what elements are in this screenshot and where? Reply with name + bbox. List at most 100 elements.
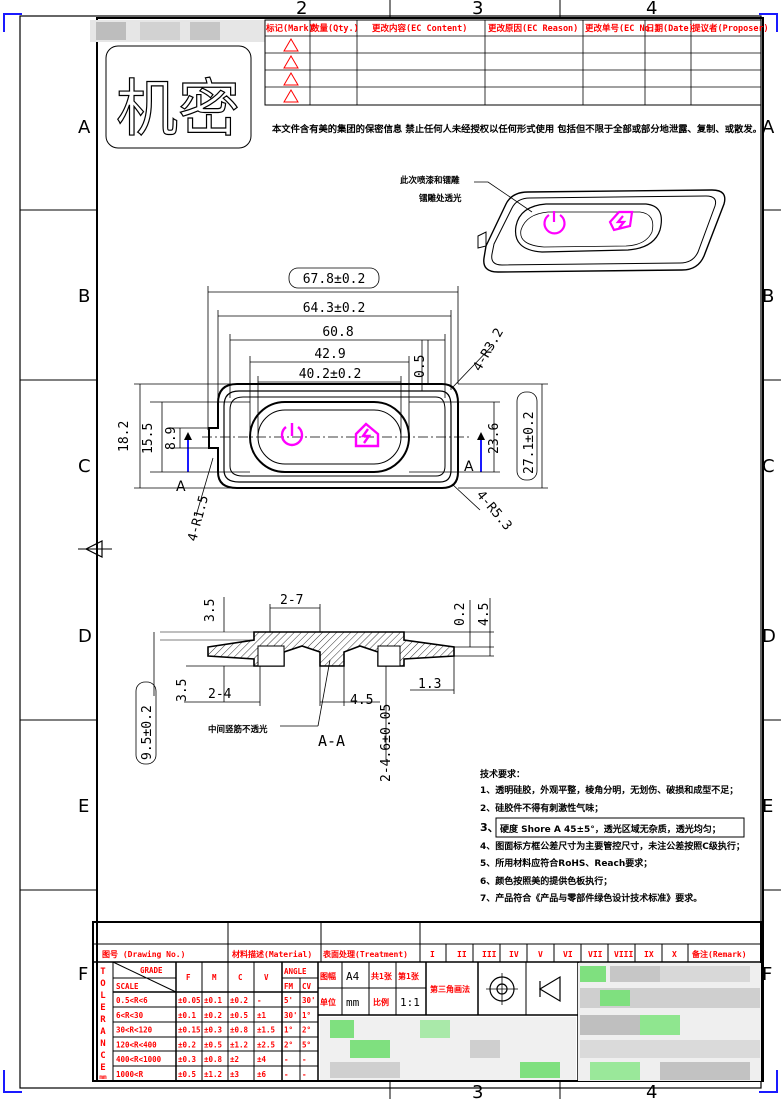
warning-triangle-icon: [283, 55, 299, 69]
confidential-stamp: 机密: [116, 72, 240, 145]
redacted-blocks: [320, 963, 761, 1081]
tb-projection: 第三角画法: [430, 984, 470, 994]
section-label: A-A: [318, 732, 345, 750]
dim-section-top-left: 3.5: [203, 599, 218, 622]
tb-roman-9: IX: [644, 950, 654, 959]
tech-item-2: 2、硅胶件不得有刺激性气味；: [480, 802, 603, 814]
corner-marks: [3, 13, 778, 1093]
rev-col-proposer: 提议者(Proposer): [692, 23, 769, 34]
tolerance-cell-cv: -: [302, 1070, 307, 1079]
rev-col-reason: 更改原因(EC Reason): [488, 23, 578, 34]
tolerance-cell-f: ±0.1: [178, 1011, 197, 1020]
rev-col-date: 日期(Date): [646, 23, 694, 34]
tb-side-t: T: [100, 967, 106, 977]
tb-grade: GRADE: [140, 966, 163, 975]
tb-fm: FM: [284, 982, 294, 991]
tech-item-4: 4、图面标方框公差尺寸为主要管控尺寸，未注公差按照C级执行；: [480, 840, 745, 852]
zone-row-a: A: [78, 117, 91, 138]
tech-item-6: 6、颜色按照美的提供色板执行；: [480, 875, 612, 887]
tolerance-cell-v: ±1.5: [257, 1026, 275, 1035]
section-marker-right: A: [464, 459, 474, 475]
tb-side-mm: mm: [99, 1074, 107, 1081]
dim-section-1-3: 1.3: [418, 677, 441, 692]
zone-col-4-bottom: 4: [646, 1082, 657, 1099]
iso-note-line2: 镭雕处透光: [419, 193, 462, 204]
front-view: A A: [117, 267, 548, 543]
tb-roman-8: VIII: [614, 950, 633, 959]
rev-col-mark: 标记(Mark): [265, 23, 314, 34]
tolerance-cell-v: -: [257, 996, 262, 1005]
zone-row-e-right: E: [762, 796, 773, 817]
tolerance-cell-cv: -: [302, 1055, 307, 1064]
dim-height-2: 15.5: [141, 423, 156, 454]
tolerance-cell-c: ±0.5: [230, 1011, 248, 1020]
tb-roman-7: VII: [588, 950, 603, 959]
tb-angle: ANGLE: [284, 967, 307, 976]
dim-gap: 0.5: [413, 355, 428, 378]
home-lightning-icon: [608, 210, 634, 232]
cone-projection-icon: [538, 975, 561, 1003]
dim-section-thickness: 9.5±0.2: [140, 705, 155, 760]
section-marker-left: A: [176, 479, 186, 495]
zone-row-b-right: B: [762, 286, 774, 307]
tolerance-cell-fm: 2°: [284, 1040, 293, 1049]
dim-length-3: 60.8: [322, 325, 353, 340]
tb-unit-value: mm: [346, 996, 360, 1009]
tb-grade-c: C: [238, 973, 243, 982]
tb-side-r: R: [100, 1015, 106, 1025]
home-lightning-icon: [354, 422, 380, 448]
section-view: 3.5 2-7 0.2 4.5 3.5 2-4 4.5 1.3 9.5±0.2 …: [135, 593, 494, 782]
tb-ratio-label: 比例: [373, 997, 389, 1007]
title-block: 图号 (Drawing No.) 材料描述(Material) 表面处理(Tre…: [92, 921, 762, 1082]
revision-table: 标记(Mark) 数量(Qty.) 更改内容(EC Content) 更改原因(…: [264, 19, 769, 106]
dim-length-2: 64.3±0.2: [303, 301, 366, 316]
tolerance-cell-m: ±0.3: [204, 1026, 223, 1035]
tb-roman-2: II: [457, 950, 467, 959]
tolerance-cell-m: ±0.5: [204, 1040, 222, 1049]
tolerance-cell-cv: 2°: [302, 1026, 311, 1035]
dim-height-overall: 27.1±0.2: [522, 411, 537, 474]
tech-item-3: 3、: [480, 821, 499, 834]
tolerance-cell-v: ±6: [257, 1070, 267, 1079]
zone-row-f-right: F: [762, 964, 772, 985]
dim-section-hole: 2-4.6±0.05: [379, 704, 394, 782]
tb-material: 材料描述(Material): [232, 949, 312, 959]
tb-remark: 备注(Remark): [691, 949, 747, 959]
tb-treatment: 表面处理(Treatment): [322, 949, 408, 959]
tolerance-cell-fm: 5': [284, 996, 293, 1005]
dim-height-3: 8.9: [164, 427, 179, 450]
tolerance-cell-c: ±1.2: [230, 1040, 248, 1049]
dim-radius-top: 4-R3.2: [470, 326, 506, 374]
tb-scale: SCALE: [116, 982, 139, 991]
tb-roman-4: IV: [509, 950, 519, 959]
tolerance-cell-range: 400<R<1000: [116, 1055, 162, 1064]
tb-side-n: N: [100, 1039, 105, 1049]
dim-overall-length: 67.8±0.2: [303, 272, 366, 287]
tb-side-l: L: [100, 991, 106, 1001]
dim-height-4: 23.6: [487, 423, 502, 454]
tb-size-label: 图幅: [320, 971, 336, 981]
power-icon: [543, 214, 566, 235]
tolerance-cell-m: ±0.1: [204, 996, 223, 1005]
tolerance-cell-m: ±0.8: [204, 1055, 223, 1064]
zone-row-d-right: D: [762, 626, 776, 647]
dim-height-1: 18.2: [117, 421, 132, 452]
tb-size-value: A4: [346, 970, 360, 983]
iso-note-line1: 此次喷漆和镭雕: [400, 175, 460, 186]
tb-total: 共1张: [371, 971, 393, 981]
tb-side-a: A: [100, 1027, 106, 1037]
tb-ratio-value: 1:1: [400, 996, 420, 1009]
tb-drawing-no: 图号 (Drawing No.): [102, 949, 185, 959]
zone-row-b: B: [78, 286, 90, 307]
tolerance-cell-fm: -: [284, 1070, 289, 1079]
tech-title: 技术要求：: [480, 768, 525, 780]
warning-triangle-icon: [283, 38, 299, 52]
rev-col-qty: 数量(Qty.): [311, 23, 359, 34]
dim-radius-small: 4-R1.5: [185, 494, 212, 543]
tolerance-cell-c: ±3: [230, 1070, 240, 1079]
dim-length-5: 40.2±0.2: [299, 367, 362, 382]
tb-roman-3: III: [482, 950, 497, 959]
tb-roman-1: I: [430, 950, 435, 959]
tb-side-e: E: [100, 1003, 105, 1013]
dim-section-left-bottom: 3.5: [175, 679, 190, 702]
